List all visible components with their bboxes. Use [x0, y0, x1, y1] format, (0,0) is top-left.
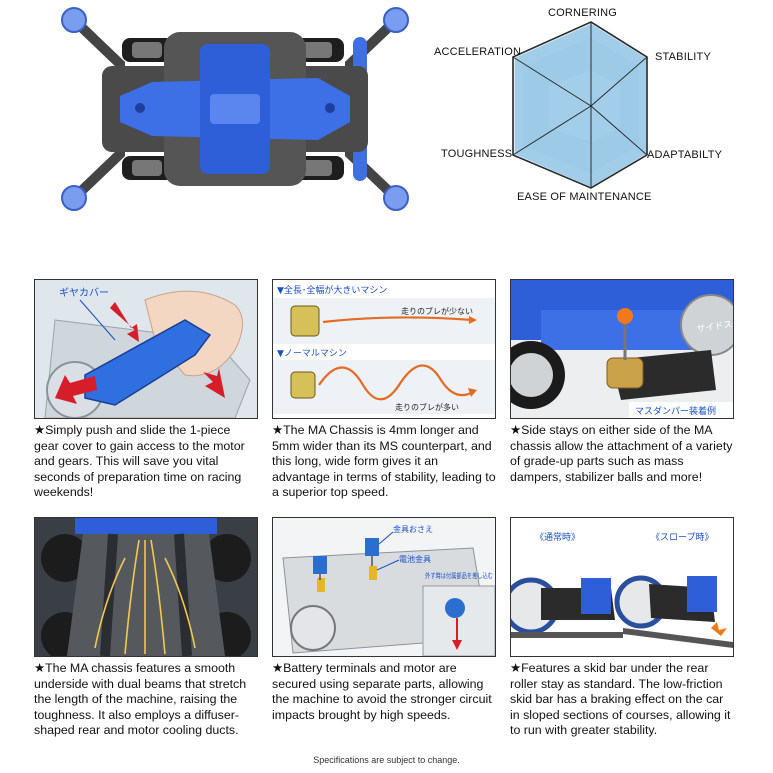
feature-skid-bar: 《通常時》 《スロープ時》 ★Features a skid bar under… [510, 517, 734, 739]
radar-label-toughness: TOUGHNESS [441, 148, 512, 160]
chassis-top-view-image [60, 4, 410, 214]
slope-state-label: 《スロープ時》 [651, 532, 713, 543]
stability-comparison-illustration: ▼全長･全幅が大きいマシン 走りのブレが少ない ▼ノーマルマシン 走りのブレが多… [272, 279, 496, 419]
wide-machine-note: 走りのブレが少ない [401, 306, 473, 316]
removal-tool-icon [445, 598, 465, 618]
side-stay-photo: サイドステー マスダンパー装着例 [510, 279, 734, 419]
footer-disclaimer: Specifications are subject to change. [313, 755, 460, 765]
push-arrow-icon [110, 302, 139, 342]
normal-machine-heading: ▼ノーマルマシン [277, 349, 347, 359]
removal-note: 外す時は付属部品を差し込む [425, 571, 493, 580]
radar-label-cornering: CORNERING [548, 7, 617, 19]
feature-battery-terminals: 金具おさえ 電池金具 外す時は付属部品を差し込む ★Battery termin… [272, 517, 496, 723]
gear-cover-part-icon [84, 319, 212, 406]
airflow-arrow-icon [94, 539, 196, 655]
skid-bar-illustration: 《通常時》 《スロープ時》 [510, 517, 734, 657]
mass-damper-icon [606, 357, 644, 389]
radar-label-maintenance: EASE OF MAINTENANCE [517, 191, 652, 203]
roller-icon [61, 7, 409, 211]
feature-wide-chassis: ▼全長･全幅が大きいマシン 走りのブレが少ない ▼ノーマルマシン 走りのブレが多… [272, 279, 496, 501]
gear-cover-illustration: ギヤカバー [34, 279, 258, 419]
feature-side-stays: サイドステー マスダンパー装着例 ★Side stays on either s… [510, 279, 734, 485]
terminal-holder-label: 金具おさえ [393, 524, 433, 534]
slide-arrow-icon [55, 375, 97, 404]
terminal-holder-icon [313, 556, 327, 574]
feature-caption: ★The MA Chassis is 4mm longer and 5mm wi… [272, 423, 496, 500]
feature-caption: ★Battery terminals and motor are secured… [272, 661, 492, 722]
battery-terminal-illustration: 金具おさえ 電池金具 外す時は付属部品を差し込む [272, 517, 496, 657]
normal-machine-note: 走りのブレが多い [395, 402, 459, 412]
mass-damper-badge: マスダンパー装着例 [635, 405, 716, 417]
radar-label-adaptability: ADAPTABILTY [647, 149, 723, 161]
feature-caption: ★Side stays on either side of the MA cha… [510, 423, 733, 484]
wide-machine-heading: ▼全長･全幅が大きいマシン [277, 284, 387, 296]
gear-cover-callout: ギヤカバー [59, 287, 109, 299]
performance-radar-chart: CORNERING STABILITY ADAPTABILTY EASE OF … [425, 0, 773, 215]
feature-caption: ★Simply push and slide the 1-piece gear … [34, 423, 245, 500]
radar-label-acceleration: ACCELERATION [434, 46, 521, 58]
normal-state-label: 《通常時》 [535, 531, 580, 543]
underside-photo [34, 517, 258, 657]
feature-dual-beams: ★The MA chassis features a smooth unders… [34, 517, 258, 739]
contact-spark-icon [711, 622, 727, 636]
feature-caption: ★Features a skid bar under the rear roll… [510, 661, 731, 738]
battery-terminal-label: 電池金具 [399, 554, 431, 564]
feature-caption: ★The MA chassis features a smooth unders… [34, 661, 247, 738]
radar-label-stability: STABILITY [655, 51, 711, 63]
feature-gear-cover: ギヤカバー ★Simply push and slide the 1-piece… [34, 279, 258, 501]
